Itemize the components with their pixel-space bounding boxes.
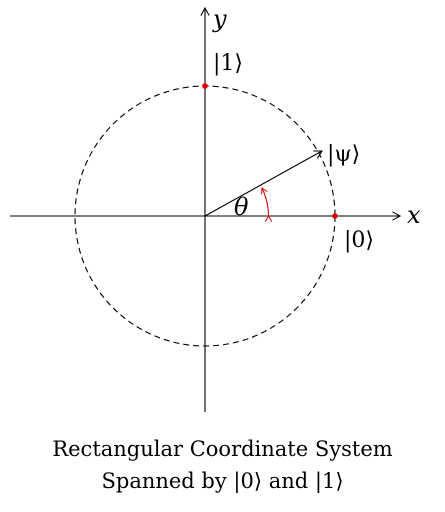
caption-line-2: Spanned by |0⟩ and |1⟩ bbox=[101, 469, 344, 493]
state-zero-label: |0⟩ bbox=[344, 228, 374, 253]
x-axis-label: x bbox=[407, 201, 421, 229]
theta-label: θ bbox=[234, 193, 249, 221]
caption-line-1: Rectangular Coordinate System bbox=[52, 437, 393, 461]
psi-vector bbox=[204, 150, 323, 217]
y-axis-label: y bbox=[212, 5, 227, 33]
theta-arc bbox=[261, 187, 273, 222]
state-one-label: |1⟩ bbox=[213, 51, 243, 76]
psi-label: |ψ⟩ bbox=[327, 142, 360, 167]
state-one-marker bbox=[202, 83, 208, 89]
state-zero-marker bbox=[332, 213, 338, 219]
